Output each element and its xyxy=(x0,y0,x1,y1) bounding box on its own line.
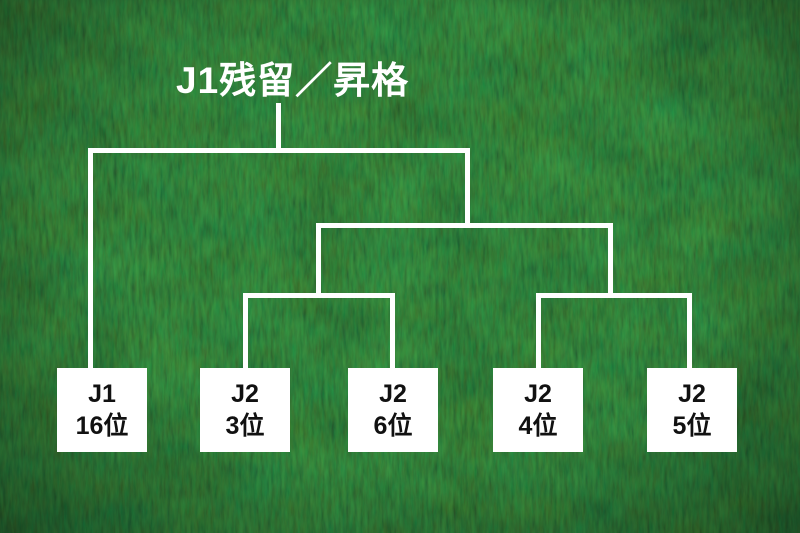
bracket-connector-line xyxy=(88,148,470,153)
team-rank-label: 6位 xyxy=(373,412,413,440)
team-box-j1-16: J1 16位 xyxy=(57,368,147,452)
team-league-label: J1 xyxy=(88,379,116,408)
team-league-label: J2 xyxy=(524,379,552,408)
team-rank-label: 16位 xyxy=(75,412,129,440)
bracket-connector-line xyxy=(390,293,395,371)
bracket-connector-line xyxy=(465,148,470,228)
bracket-connector-line xyxy=(88,148,93,372)
bracket-connector-line xyxy=(536,293,541,371)
team-league-label: J2 xyxy=(379,379,407,408)
bracket-connector-line xyxy=(316,223,321,298)
bracket-connector-line xyxy=(687,293,692,371)
team-box-j2-3: J2 3位 xyxy=(200,368,290,452)
bracket-title: J1残留／昇格 xyxy=(176,60,410,101)
team-rank-label: 4位 xyxy=(518,412,558,440)
bracket-connector-line xyxy=(608,223,613,298)
team-league-label: J2 xyxy=(678,379,706,408)
team-box-j2-6: J2 6位 xyxy=(348,368,438,452)
team-rank-label: 3位 xyxy=(225,412,265,440)
bracket-connector-line xyxy=(536,293,692,298)
bracket-connector-line xyxy=(243,293,395,298)
bracket-connector-line xyxy=(276,103,281,153)
team-rank-label: 5位 xyxy=(672,412,712,440)
team-box-j2-5: J2 5位 xyxy=(647,368,737,452)
bracket-connector-line xyxy=(316,223,613,228)
team-league-label: J2 xyxy=(231,379,259,408)
bracket-connector-line xyxy=(243,293,248,371)
team-box-j2-4: J2 4位 xyxy=(493,368,583,452)
